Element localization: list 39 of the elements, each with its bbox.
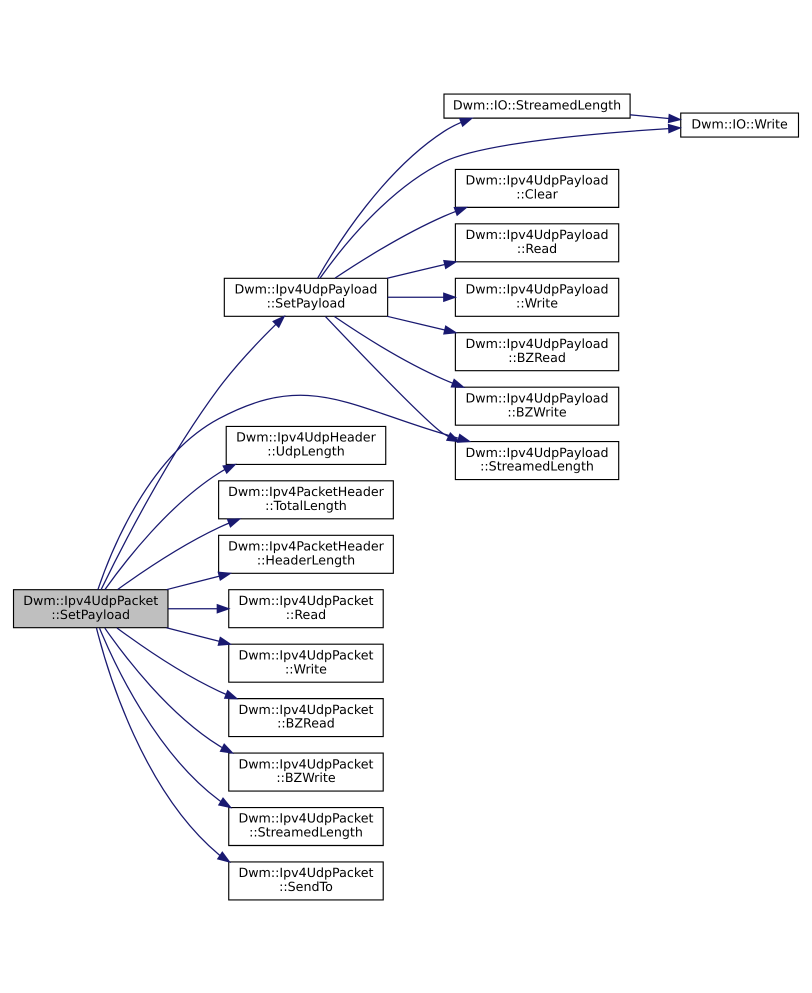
node-box: Dwm::Ipv4UdpPayload ::BZRead: [454, 332, 620, 371]
arrow: [166, 626, 232, 646]
arrow: [98, 627, 232, 808]
node-box: Dwm::Ipv4UdpPayload ::Write: [454, 277, 620, 316]
node-box: Dwm::Ipv4UdpPacket ::SendTo: [228, 860, 384, 900]
node-box: Dwm::Ipv4UdpPayload ::BZWrite: [454, 386, 620, 426]
node-box: Dwm::Ipv4UdpPayload ::Clear: [454, 168, 620, 208]
node-box: Dwm::Ipv4UdpPacket ::Read: [228, 588, 384, 628]
arrow: [168, 603, 231, 614]
arrow: [387, 259, 458, 278]
node-box: Dwm::Ipv4UdpPacket ::StreamedLength: [228, 806, 384, 846]
arrow: [388, 292, 458, 302]
node-box: Dwm::Ipv4UdpPayload ::Read: [454, 222, 620, 262]
node-box: Dwm::Ipv4UdpPacket ::BZRead: [228, 698, 384, 737]
arrow: [96, 627, 232, 862]
arrow: [387, 315, 458, 334]
arrow: [97, 394, 472, 590]
arrow: [317, 117, 474, 278]
arrow: [100, 314, 286, 590]
arrow: [117, 518, 242, 590]
arrow: [116, 626, 239, 699]
arrow: [630, 113, 682, 123]
node-box: Dwm::IO::Write: [680, 112, 800, 138]
node-box: Dwm::Ipv4UdpHeader ::UdpLength: [226, 425, 386, 464]
node-box: Dwm::Ipv4UdpPacket ::BZWrite: [228, 752, 384, 792]
node-box: Dwm::Ipv4PacketHeader ::TotalLength: [218, 480, 394, 519]
arrow: [334, 206, 468, 278]
arrow: [325, 316, 461, 442]
arrow: [104, 627, 234, 754]
arrow: [320, 123, 682, 278]
node-box: Dwm::Ipv4UdpPayload ::StreamedLength: [454, 440, 620, 480]
node-box: Dwm::IO::StreamedLength: [443, 93, 631, 118]
node-box: Dwm::Ipv4UdpPacket ::SetPayload: [12, 588, 169, 628]
arrow: [166, 571, 232, 590]
node-box: Dwm::Ipv4PacketHeader ::HeaderLength: [218, 534, 394, 574]
arrow: [334, 316, 466, 388]
arrow: [104, 463, 237, 590]
node-box: Dwm::Ipv4UdpPacket ::Write: [228, 643, 384, 682]
node-box: Dwm::Ipv4UdpPayload ::SetPayload: [224, 277, 388, 316]
